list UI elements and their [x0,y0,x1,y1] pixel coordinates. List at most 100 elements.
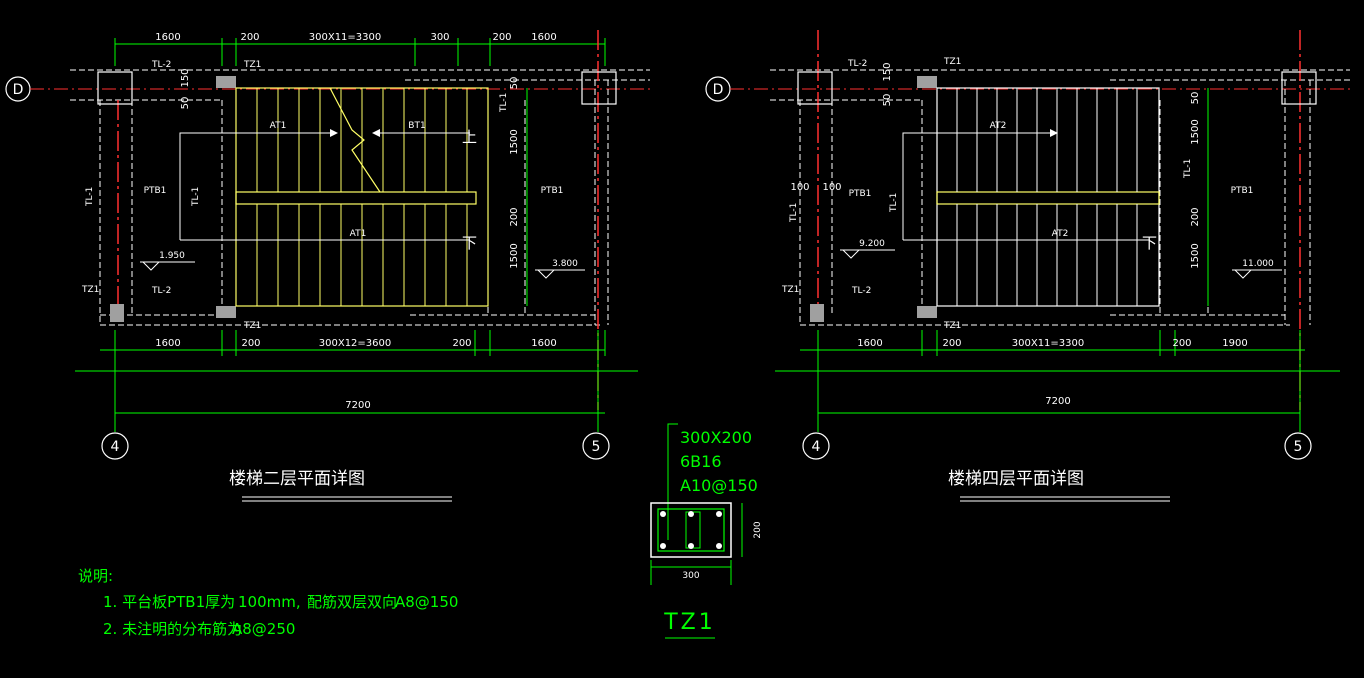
ptb1-left-r: PTB1 [849,189,872,199]
tz1-top-label-r: TZ1 [943,57,961,67]
run-label-at1-upper: AT1 [270,121,287,131]
tz1-top-r [917,76,937,88]
column-top-right [581,71,617,105]
section-stirrup: A10@150 [680,476,758,495]
notes-heading: 说明: [78,567,113,585]
run-label-at2-upper: AT2 [990,121,1007,131]
note-1-c: 配筋双层双向 [307,593,397,611]
axis-label-5-left: 5 [592,439,601,455]
ptb1-right-r: PTB1 [1231,186,1254,196]
tl1-inner: TL-1 [191,187,201,207]
section-stirrup-inner [685,511,701,549]
break-line [329,87,381,193]
column-top-left [97,71,133,105]
note-2-b: A8@250 [232,620,295,638]
section-title: TZ1 [663,610,716,635]
top-dim-3: 300X11=3300 [309,32,382,43]
section-main-bar: 6B16 [680,452,722,471]
tl1-left: TL-1 [85,187,95,207]
bottom-dim-3-r: 300X11=3300 [1012,338,1085,349]
section-width: 300 [682,571,699,581]
column-top-left-r [797,71,833,105]
run-label-at1-lower: AT1 [350,229,367,239]
axis-label-5-right: 5 [1294,439,1303,455]
axis-label-d-left: D [13,82,24,98]
ptb1-left: PTB1 [144,186,167,196]
down-mark-r: 下 [1142,234,1157,252]
section-size: 300X200 [680,428,752,447]
bottom-dim-5: 1600 [531,338,556,349]
tl1-right-r: TL-1 [1183,159,1193,179]
tl1-right: TL-1 [499,93,509,113]
elev-right-r: 11.000 [1242,259,1274,269]
right-dim-200: 200 [509,207,520,226]
top-dim-50-r: 50 [882,94,893,107]
right-dim-1500-a-r: 1500 [1190,119,1201,144]
tl1-left-r: TL-1 [789,203,799,223]
axis-bubble-5-right [1284,432,1312,460]
bottom-dim-5-r: 1900 [1222,338,1247,349]
bottom-dim-1-r: 1600 [857,338,882,349]
plan-title-fourth: 楼梯四层平面详图 [948,469,1084,489]
total-dim-left: 7200 [345,400,370,411]
elev-left: 1.950 [159,251,185,261]
left-dim-150: 150 [180,68,191,87]
tz1-left-label: TZ1 [81,285,99,295]
bottom-dim-3: 300X12=3600 [319,338,392,349]
left-dim-100-b: 100 [822,182,841,193]
right-dim-50-r: 50 [1190,92,1201,105]
bottom-dim-1: 1600 [155,338,180,349]
tz1-mid-label-r: TZ1 [943,321,961,331]
total-dim-right: 7200 [1045,396,1070,407]
axis-bubble-4-left [101,432,129,460]
stair-outline-r [936,87,1160,307]
notes-block: 说明: 1. 平台板PTB1厚为 100mm, 配筋双层双向 A8@150 2.… [78,567,458,638]
top-dim-6: 1600 [531,32,556,43]
note-1-d: A8@150 [395,593,458,611]
note-1-a: 1. 平台板PTB1厚为 [103,593,235,611]
top-dim-1: 1600 [155,32,180,43]
axis-label-d-right: D [713,82,724,98]
elev-left-r: 9.200 [859,239,885,249]
right-dim-1500-a: 1500 [509,129,520,154]
section-outline [650,502,732,558]
tz1-top-label: TZ1 [243,60,261,70]
note-2-a: 2. 未注明的分布筋为 [103,620,242,638]
tz1-top [216,76,236,88]
run-label-at2-lower: AT2 [1052,229,1069,239]
section-stirrup-outer [657,508,725,552]
top-dim-150-r: 150 [882,62,893,81]
stair-well-r [936,191,1160,205]
bottom-dim-2-r: 200 [942,338,961,349]
tz1-bottom-mid-r [917,306,937,318]
down-mark: 下 [462,234,477,252]
elev-right: 3.800 [552,259,578,269]
stair-treads-r [956,88,1138,306]
right-dim-1500-b: 1500 [509,243,520,268]
section-height: 200 [753,521,763,538]
up-mark: 上 [462,128,477,146]
right-dim-50: 50 [509,77,520,90]
tz1-bottom-left [110,304,124,322]
tz1-section-detail: 300X200 6B16 A10@150 300 200 TZ1 [650,423,763,639]
tz1-left-label-r: TZ1 [781,285,799,295]
bottom-dim-2: 200 [241,338,260,349]
top-dim-4: 300 [430,32,449,43]
bottom-dim-4-r: 200 [1172,338,1191,349]
tz1-mid-label: TZ1 [243,321,261,331]
column-top-right-r [1281,71,1317,105]
plan-title-second: 楼梯二层平面详图 [229,469,365,489]
right-dim-200-r: 200 [1190,207,1201,226]
note-1-b: 100mm, [238,593,301,611]
tz1-bottom-left-r [810,304,824,322]
stair-well [235,191,477,205]
tl2-top-r: TL-2 [847,59,867,69]
right-dim-1500-b-r: 1500 [1190,243,1201,268]
top-dim-2: 200 [240,32,259,43]
tl2-bottom-r: TL-2 [851,286,871,296]
plan-fourth-floor: D [705,30,1350,502]
ptb1-right: PTB1 [541,186,564,196]
plan-second-floor: D 1600 200 300X11=3300 300 200 1600 150 … [5,30,650,502]
tl2-top: TL-2 [151,60,171,70]
